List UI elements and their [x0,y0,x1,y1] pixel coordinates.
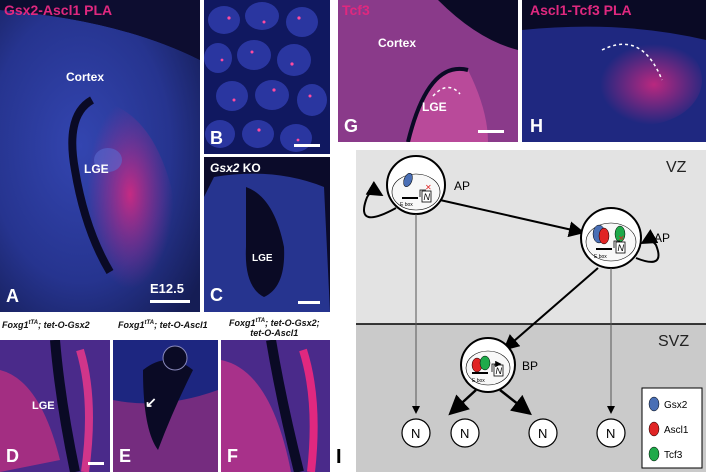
bp-gene-n: N [496,366,503,376]
sap-gene-n: N [618,243,625,253]
panel-d-lge-label: LGE [32,400,55,412]
panel-letter-d: D [6,446,19,466]
svg-text:N: N [411,426,420,441]
ap-gene-n: N [424,192,431,202]
scale-bar-d [88,462,104,465]
panel-d: LGE D [0,340,110,472]
bp-label: BP [522,359,538,373]
legend-swatch-tcf3 [648,446,660,462]
panel-a-image [0,0,200,312]
panel-g-lge-label: LGE [422,100,447,114]
scale-bar-a [150,300,190,303]
panel-b: B [204,0,330,154]
panel-b-image [204,2,327,152]
caption-e: Foxg1tTA; tet-O-Ascl1 [118,320,208,330]
panel-letter-c: C [210,285,223,305]
panel-e: ↙ E [113,340,218,472]
panel-c-lge-label: LGE [252,253,273,264]
panel-c-title-rest: KO [239,161,261,175]
panel-a-title: Gsx2-Ascl1 PLA [4,2,113,18]
panel-h-image [522,0,706,125]
panel-g: Tcf3 Cortex LGE G [338,0,518,142]
panel-e-image [113,345,218,472]
caption-f: Foxg1tTA; tet-O-Gsx2; tet-O-Ascl1 [229,318,320,338]
panel-d-image [0,340,110,472]
panel-f-image [221,340,318,472]
scale-bar-g [478,130,504,133]
panel-g-cortex-label: Cortex [378,36,417,50]
sap-ebox-label: E box [594,254,607,260]
legend-label-gsx2: Gsx2 [664,400,688,411]
legend-label-ascl1: Ascl1 [664,425,689,436]
panel-g-image [338,0,518,142]
panel-letter-h: H [530,116,543,136]
legend-label-tcf3: Tcf3 [664,450,683,461]
sap-cell: N ✕ E box SAP [580,207,670,269]
ap-label: AP [454,179,470,193]
svg-text:N: N [606,426,615,441]
panel-c-title: Gsx2 KO [210,161,261,175]
sap-x-mark: ✕ [618,234,625,243]
stage-label: E12.5 [150,281,184,296]
panel-a: Gsx2-Ascl1 PLA Cortex LGE A E12.5 [0,0,200,312]
cortex-label: Cortex [66,70,105,84]
panel-letter-f: F [227,446,238,466]
scale-bar-b [294,144,320,147]
panel-i-diagram: VZ SVZ N ✕ E box AP N [356,150,706,472]
panel-e-arrow-icon: ↙ [145,394,157,410]
panel-f: F [221,340,330,472]
legend: Gsx2 Ascl1 Tcf3 [641,387,703,469]
neuron-3: N [528,418,558,448]
panel-c-title-gene: Gsx2 [210,161,240,175]
scale-bar-c [298,301,320,304]
bp-ebox-label: E box [472,378,485,384]
panel-h: Ascl1-Tcf3 PLA H [522,0,706,142]
panel-c-image [204,173,330,312]
panel-h-title: Ascl1-Tcf3 PLA [530,2,632,18]
panel-letter-e: E [119,446,132,466]
neuron-1: N [401,418,431,448]
panel-i: VZ SVZ N ✕ E box AP N [336,150,706,472]
bp-cell: N E box BP [460,337,538,393]
legend-swatch-gsx2 [648,396,660,412]
neuron-4: N [596,418,626,448]
svz-label: SVZ [658,333,689,350]
svg-text:N: N [460,426,469,441]
ap-ebox-label: E box [400,202,413,208]
sap-label: SAP [646,231,670,245]
vz-label: VZ [666,159,687,176]
panel-g-title: Tcf3 [342,2,370,18]
caption-d: Foxg1tTA; tet-O-Gsx2 [2,320,90,330]
neuron-2: N [450,418,480,448]
panel-letter-g: G [344,116,359,136]
panel-letter-a: A [6,286,19,306]
lge-label: LGE [84,162,109,176]
ap-x-mark: ✕ [425,183,432,192]
legend-swatch-ascl1 [648,421,660,437]
ap-cell: N ✕ E box AP [363,155,470,219]
svg-text:N: N [538,426,547,441]
panel-letter-b: B [210,128,223,148]
panel-c: Gsx2 KO LGE C [204,157,330,312]
panel-letter-i: I [336,446,342,468]
